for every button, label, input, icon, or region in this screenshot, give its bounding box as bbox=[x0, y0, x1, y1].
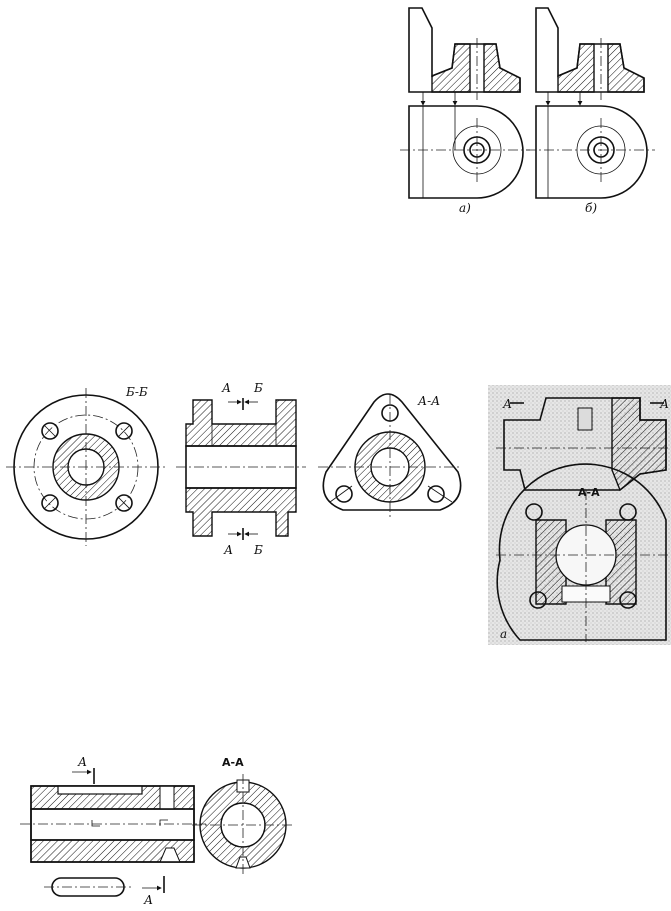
cut-mark-a-top: А bbox=[77, 755, 87, 769]
section-title-aa-shaft: А-А bbox=[222, 756, 244, 769]
figure-2-axial-section: А Б А Б bbox=[176, 381, 306, 557]
figure-3-scanned-part: А А А-А а bbox=[488, 385, 671, 645]
figure-2-triangle-section-aa: А-А bbox=[318, 393, 462, 520]
label-variant-a: а) bbox=[459, 201, 471, 215]
section-title-bb: Б-Б bbox=[125, 385, 148, 399]
figure-1-variant-b: б) bbox=[526, 7, 655, 215]
figure-1-variant-a: а) bbox=[400, 7, 530, 215]
label-variant-b: б) bbox=[585, 201, 597, 215]
caption-a-photo: а bbox=[500, 627, 507, 641]
cut-mark-top-a: А bbox=[221, 381, 231, 395]
figure-4-shaft-section: А А bbox=[20, 755, 206, 907]
figure-2-flange-view-bb: Б-Б bbox=[6, 385, 168, 546]
cut-mark-a-right: А bbox=[659, 397, 669, 411]
cut-mark-bottom-b: Б bbox=[253, 543, 263, 557]
cut-mark-bottom-a: А bbox=[223, 543, 233, 557]
cut-mark-top-b: Б bbox=[253, 381, 263, 395]
section-title-aa: А-А bbox=[417, 394, 440, 408]
section-title-aa-photo: А-А bbox=[578, 486, 600, 499]
cut-mark-a-left: А bbox=[502, 397, 512, 411]
cut-mark-a-bottom: А bbox=[143, 893, 153, 907]
figure-4-cross-section-aa: А-А bbox=[192, 756, 294, 876]
